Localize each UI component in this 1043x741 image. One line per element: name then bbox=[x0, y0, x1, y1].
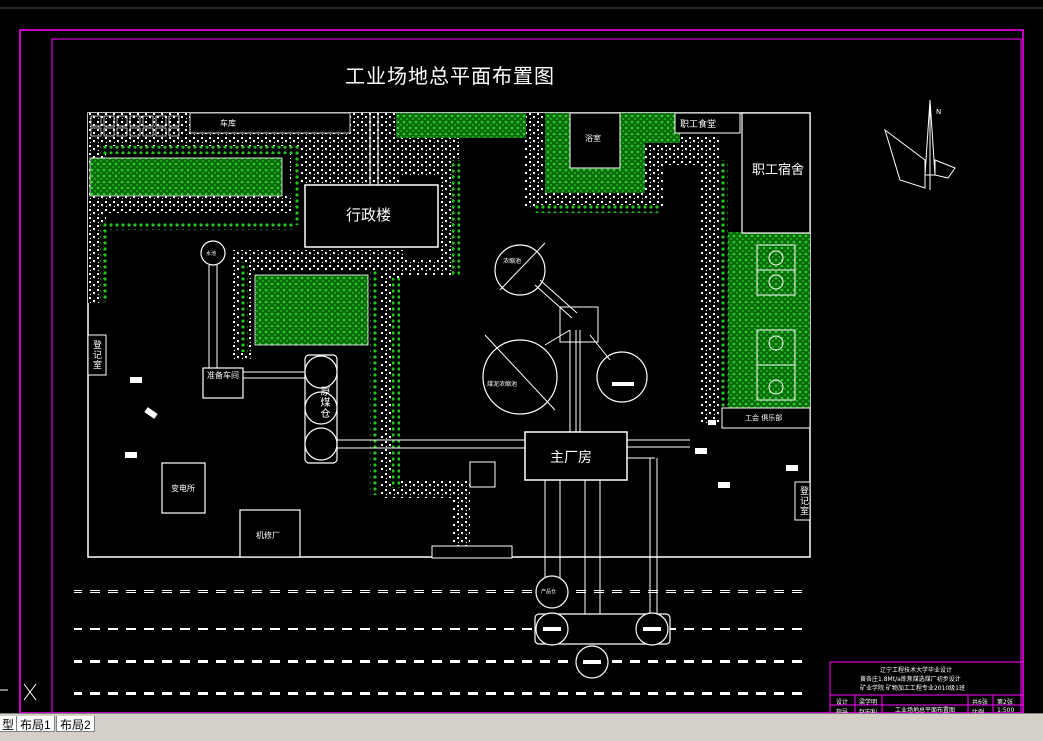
thickener-big bbox=[482, 339, 558, 415]
tb-scale: 1:500 bbox=[997, 707, 1015, 714]
tb-design-name: 梁学明 bbox=[859, 699, 878, 706]
label-canteen: 职工食堂 bbox=[680, 120, 717, 130]
tab-layout2[interactable]: 布局2 bbox=[56, 716, 95, 732]
ucs-icon bbox=[0, 683, 37, 701]
label-thickener-big: 煤泥浓缩池 bbox=[487, 381, 518, 388]
garage-bays bbox=[90, 115, 180, 137]
tb-sheet-no: 第2张 bbox=[997, 699, 1013, 706]
north-arrow bbox=[884, 99, 956, 190]
layout-tab-bar: 型 布局1 布局2 bbox=[0, 713, 1043, 741]
label-gate-right: 登记室 bbox=[798, 486, 808, 516]
repair-plant bbox=[239, 509, 301, 558]
tb-scale-label: 比例 bbox=[972, 707, 984, 716]
prep-workshop bbox=[202, 367, 244, 399]
lawn-west bbox=[89, 157, 283, 197]
tb-check-name: 赵宏利 bbox=[859, 707, 877, 716]
label-garage: 车库 bbox=[220, 119, 236, 128]
label-prep-workshop: 准备车间 bbox=[207, 371, 239, 380]
dorm-building bbox=[741, 112, 811, 234]
label-raw-coal-bin: 原煤仓 bbox=[318, 386, 329, 419]
union-building bbox=[721, 407, 811, 429]
product-bins bbox=[534, 575, 671, 679]
sports-courts bbox=[756, 244, 796, 401]
lawn-east bbox=[728, 232, 810, 410]
admin-building bbox=[304, 184, 439, 248]
label-bath: 浴室 bbox=[585, 134, 601, 143]
label-substation: 变电所 bbox=[171, 484, 195, 493]
canteen-building bbox=[674, 112, 741, 134]
tb-design-label: 设计 bbox=[836, 699, 849, 706]
label-dorm: 职工宿舍 bbox=[752, 163, 805, 178]
substation bbox=[161, 462, 206, 514]
railway-tracks bbox=[74, 590, 802, 695]
lawn-central bbox=[254, 274, 369, 346]
thickener-small bbox=[494, 244, 546, 296]
label-main-plant: 主厂房 bbox=[550, 450, 592, 466]
tb-line3: 矿业学院 矿物加工工程专业2010级1班 bbox=[860, 685, 965, 692]
label-admin: 行政楼 bbox=[346, 206, 392, 224]
lawn-north bbox=[396, 113, 526, 138]
drawing-title: 工业场地总平面布置图 bbox=[345, 64, 555, 88]
label-product-bin: 产品仓 bbox=[541, 589, 557, 595]
label-gate-left: 登记室 bbox=[91, 340, 101, 370]
tb-drawing-name: 工业场地总平面布置图 bbox=[895, 707, 956, 714]
label-water-tank: 水池 bbox=[206, 251, 217, 257]
tab-layout1[interactable]: 布局1 bbox=[16, 716, 55, 732]
tb-line1: 辽宁工程技术大学毕业设计 bbox=[880, 667, 953, 674]
main-plant bbox=[524, 431, 628, 481]
label-repair-plant: 机修厂 bbox=[256, 531, 280, 540]
gatehouse-left bbox=[87, 334, 107, 376]
tb-check-label: 指导 bbox=[836, 707, 848, 716]
vehicles bbox=[125, 377, 798, 488]
gatehouse-right bbox=[794, 481, 811, 521]
label-thickener-small: 浓缩池 bbox=[503, 258, 522, 265]
garage bbox=[189, 112, 351, 134]
label-compass-n: N bbox=[936, 108, 942, 116]
tb-sheets: 共6张 bbox=[972, 699, 988, 706]
distribution-box bbox=[559, 306, 599, 343]
tab-model[interactable]: 型 bbox=[0, 716, 19, 732]
raw-coal-bins bbox=[304, 354, 338, 464]
bath-building bbox=[569, 112, 621, 169]
water-tank bbox=[200, 240, 226, 266]
tb-line2: 黄各庄1.8Mt/a炼焦煤选煤厂初步设计 bbox=[860, 676, 961, 683]
thickener-right bbox=[596, 351, 648, 403]
label-union: 工会 俱乐部 bbox=[745, 414, 783, 422]
